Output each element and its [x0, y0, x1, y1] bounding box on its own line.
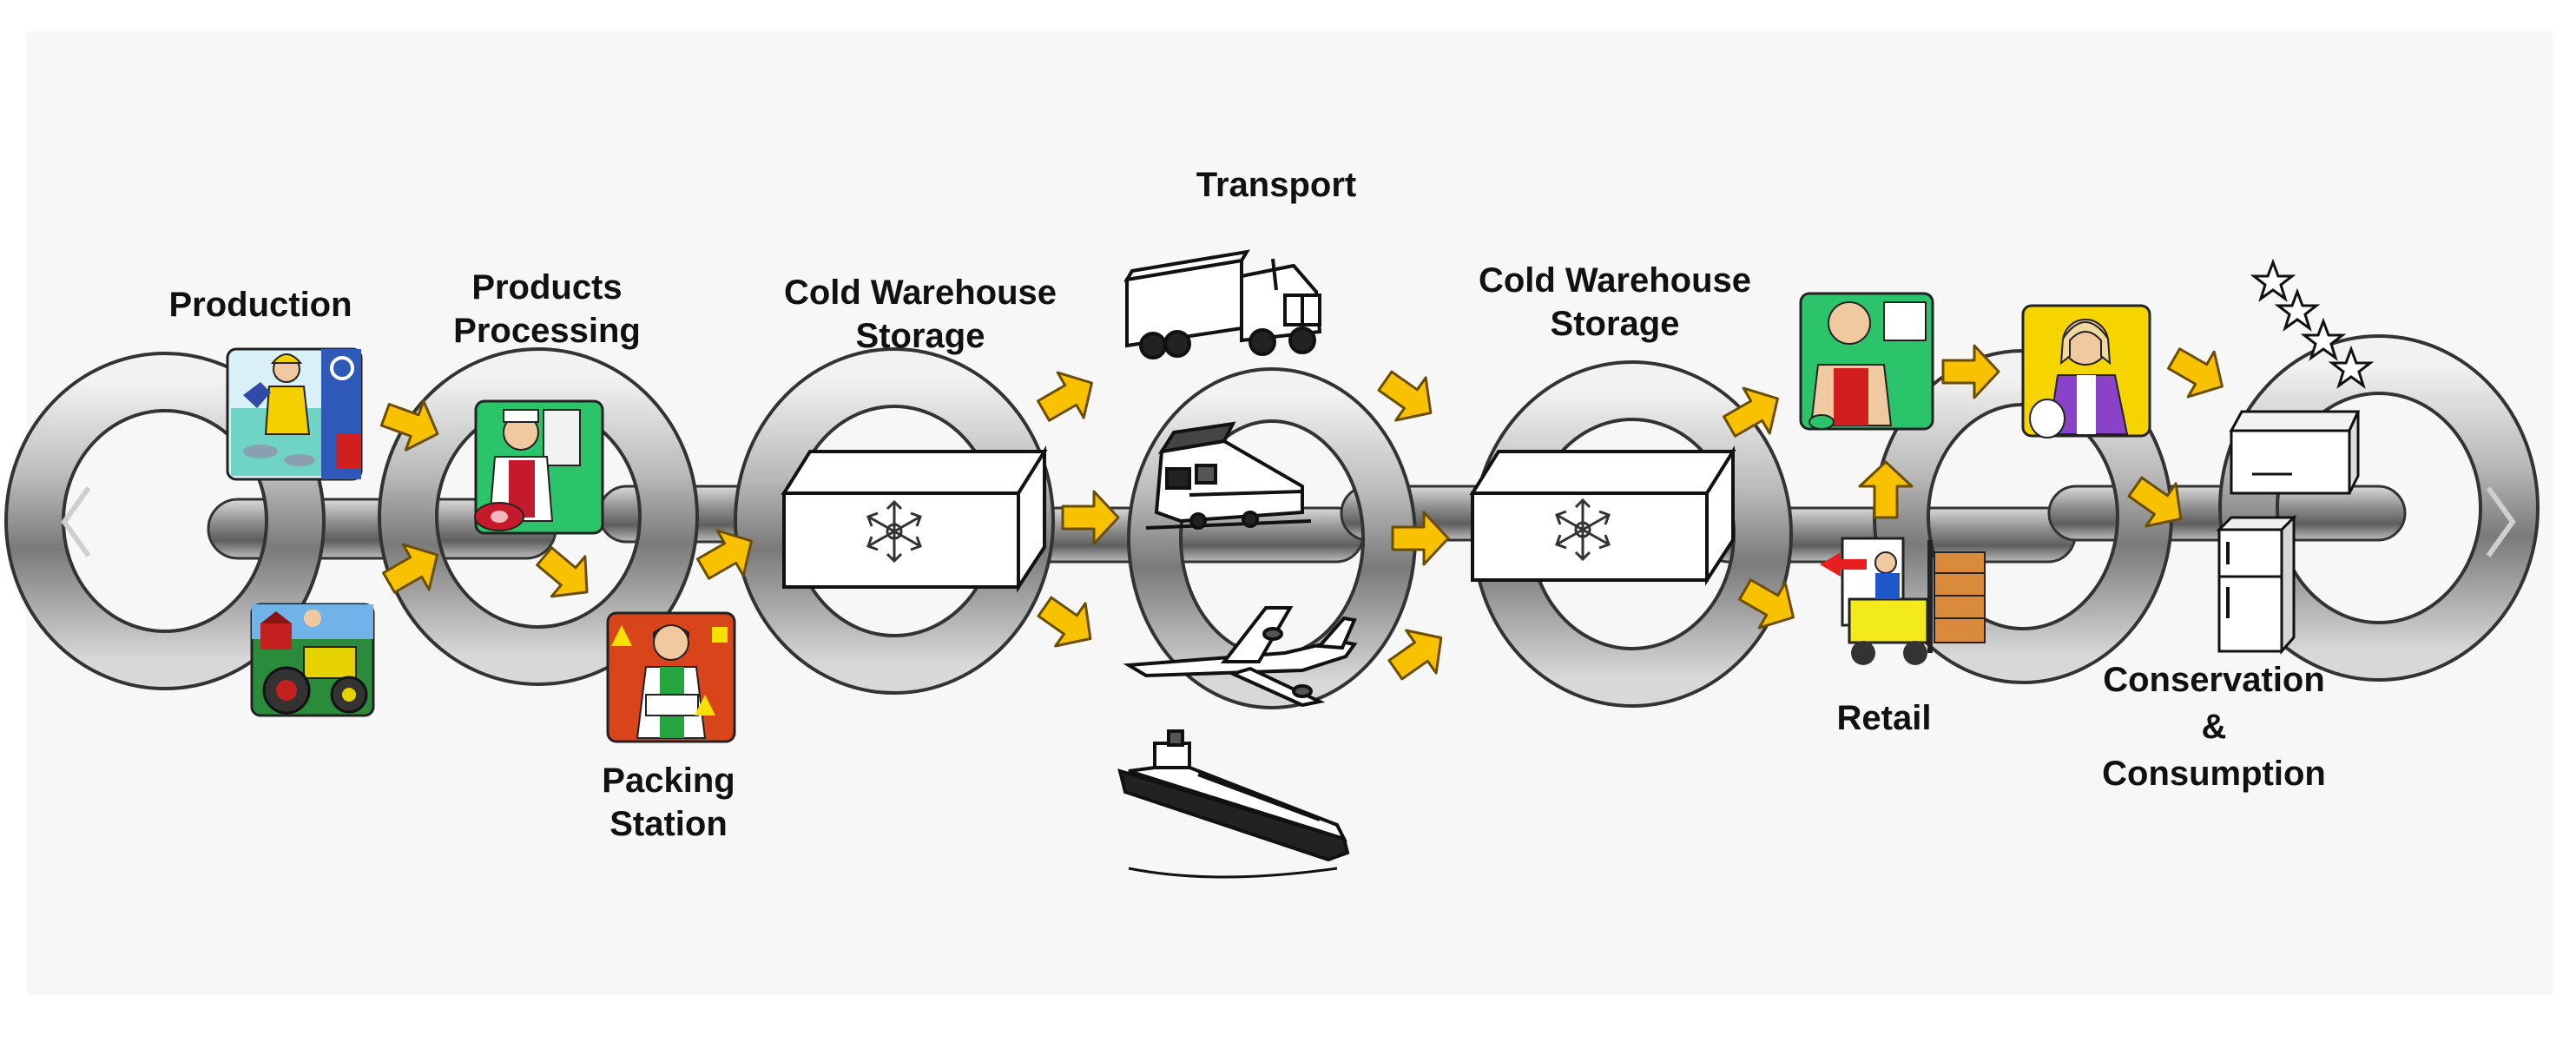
chain-ring	[8, 355, 322, 687]
label-transport: Transport	[1129, 163, 1424, 207]
truck-icon	[1123, 249, 1322, 359]
label-cold-storage-1-line2: Storage	[855, 317, 985, 355]
label-packing-station: Packing Station	[547, 759, 790, 846]
forklift-icon	[1820, 537, 1986, 665]
label-production: Production	[130, 283, 391, 326]
flow-arrow	[1028, 584, 1107, 662]
label-transport-text: Transport	[1196, 166, 1357, 204]
label-packing-station-line1: Packing	[602, 762, 735, 800]
butcher-icon	[474, 399, 604, 535]
label-cold-storage-1: Cold Warehouse Storage	[729, 271, 1111, 358]
snowflake-icon	[866, 499, 922, 564]
label-packing-station-line2: Station	[609, 805, 728, 843]
flow-arrow	[2159, 334, 2237, 411]
refrigerator-icon	[2216, 514, 2297, 655]
cold-storage-box-2	[1469, 445, 1736, 586]
tractor-icon	[250, 603, 375, 717]
previous-slide-chevron-icon[interactable]	[57, 483, 97, 561]
label-retail-text: Retail	[1836, 699, 1932, 737]
retail-clerk-icon	[1799, 292, 1934, 431]
flow-arrow	[1029, 359, 1106, 435]
label-conservation-line3: Consumption	[2102, 755, 2326, 793]
label-products-processing-line1: Products	[471, 268, 623, 307]
label-cold-storage-2-line2: Storage	[1550, 305, 1680, 343]
flow-arrow	[1368, 358, 1447, 436]
fishing-icon	[226, 347, 363, 481]
next-slide-chevron-icon[interactable]	[2480, 483, 2520, 561]
label-retail: Retail	[1789, 696, 1980, 740]
train-icon	[1145, 421, 1312, 530]
label-cold-storage-2-line1: Cold Warehouse	[1478, 261, 1752, 300]
ship-icon	[1117, 729, 1350, 879]
label-conservation-line1: Conservation	[2103, 661, 2325, 699]
airplane-icon	[1123, 606, 1358, 708]
label-cold-storage-1-line1: Cold Warehouse	[783, 274, 1057, 312]
label-conservation-line2: &	[2201, 708, 2227, 746]
cold-storage-box-1	[781, 445, 1048, 593]
chest-freezer-icon	[2229, 410, 2361, 495]
snowflake-icon	[1555, 498, 1611, 562]
chain-ring	[381, 351, 695, 683]
label-products-processing-line2: Processing	[453, 312, 641, 350]
shopper-icon	[2021, 304, 2151, 439]
label-cold-storage-2: Cold Warehouse Storage	[1424, 259, 1806, 346]
label-products-processing: Products Processing	[417, 266, 677, 353]
packing-icon	[606, 611, 736, 743]
label-conservation-consumption: Conservation & Consumption	[2040, 656, 2388, 797]
label-production-text: Production	[168, 286, 352, 324]
chain-ring	[2222, 338, 2536, 678]
stars-icon	[2250, 258, 2375, 389]
